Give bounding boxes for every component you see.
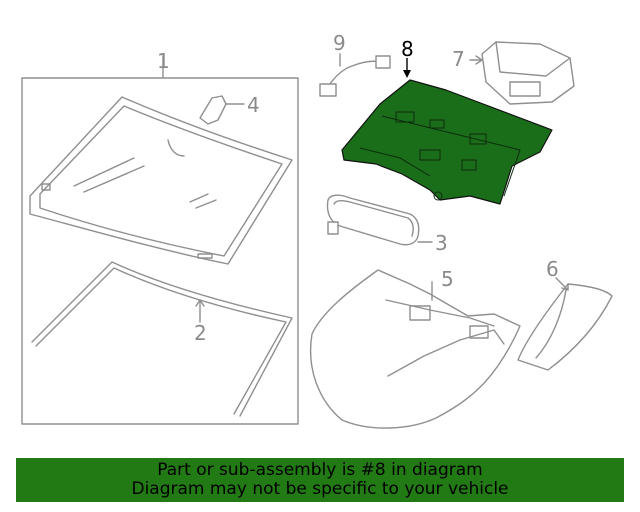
clip-part [199, 95, 227, 125]
callout-1: 1 [157, 49, 170, 73]
callout-4: 4 [247, 93, 260, 117]
harness-group [319, 53, 391, 97]
clip-group [199, 95, 245, 125]
molding-group [31, 261, 293, 417]
overhead-module [481, 41, 575, 105]
callout-7: 7 [452, 47, 465, 71]
module-group [469, 41, 575, 105]
rearview-mirror [326, 194, 420, 246]
callout-6: 6 [546, 257, 559, 281]
trim-group [517, 277, 613, 371]
wire-harness [325, 60, 383, 91]
windshield-glass [29, 96, 293, 265]
callout-5: 5 [441, 267, 454, 291]
callout-9: 9 [333, 31, 346, 55]
console-shell-group [310, 269, 521, 429]
trim-piece [517, 283, 613, 371]
callout-8: 8 [401, 37, 414, 61]
callout-2: 2 [194, 321, 207, 345]
banner-line-1: Part or sub-assembly is #8 in diagram [157, 460, 483, 480]
console-frame-group [341, 58, 553, 205]
selection-banner: Part or sub-assembly is #8 in diagram Di… [16, 458, 624, 502]
console-shell [310, 269, 521, 429]
console-frame-part [341, 79, 553, 205]
windshield-frame [21, 77, 299, 425]
windshield-group [21, 55, 299, 425]
banner-line-2: Diagram may not be specific to your vehi… [131, 479, 509, 499]
callout-3: 3 [435, 231, 448, 255]
mirror-group [326, 194, 433, 246]
windshield-molding [31, 261, 293, 417]
